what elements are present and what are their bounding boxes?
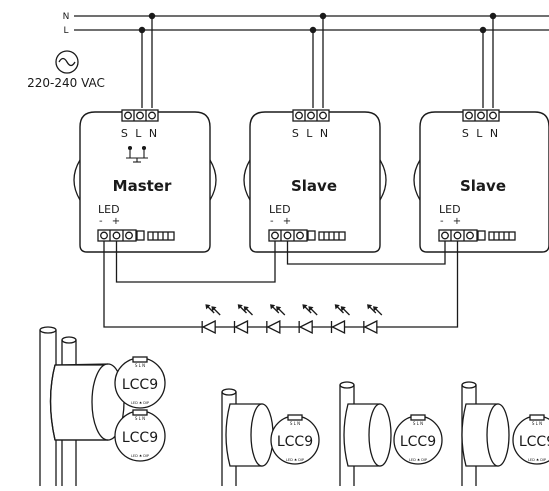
installation-small-pipe-2: LCC9 S L N LED ♠ DIP	[339, 381, 443, 486]
lcc9-label: LCC9	[277, 434, 313, 450]
polarity-label: - +	[270, 216, 294, 227]
ac-source-icon	[55, 50, 79, 74]
module-title: Slave	[291, 177, 337, 195]
terminal-labels: S L N	[121, 127, 159, 140]
installation-small-pipe-1: LCC9 S L N LED ♠ DIP	[221, 388, 320, 486]
svg-text:LED ♠ DIP: LED ♠ DIP	[131, 401, 149, 405]
led-diode-icon	[363, 304, 383, 335]
led-label: LED	[269, 203, 291, 216]
lcc9-label: LCC9	[122, 430, 158, 446]
supply-voltage-label: 220-240 VAC	[27, 76, 105, 90]
installation-illustrations: LCC9 S L N LED ♠ DIP LCC9 S L N LED ♠ DI…	[39, 326, 549, 486]
svg-text:S L N: S L N	[413, 421, 423, 426]
polarity-label: - +	[99, 216, 123, 227]
led-diode-icon	[330, 304, 350, 335]
svg-text:LED ♠ DIP: LED ♠ DIP	[286, 458, 304, 462]
slave-module-1: S L N Slave LED - +	[243, 109, 387, 253]
lcc9-label: LCC9	[400, 434, 436, 450]
led-label: LED	[98, 203, 120, 216]
svg-text:S L N: S L N	[135, 416, 145, 421]
led-label: LED	[439, 203, 461, 216]
svg-text:S L N: S L N	[532, 421, 542, 426]
led-diode-icon	[298, 304, 318, 335]
neutral-label: N	[63, 12, 70, 22]
module-title: Slave	[460, 177, 506, 195]
led-diode-icon	[201, 304, 221, 335]
lcc9-label: LCC9	[519, 434, 549, 450]
terminal-labels: S L N	[292, 127, 330, 140]
mains-bus: N L	[63, 12, 549, 108]
installation-small-pipe-3: LCC9 S L N LED ♠ DIP	[461, 381, 549, 486]
installation-double-pipe: LCC9 S L N LED ♠ DIP LCC9 S L N LED ♠ DI…	[39, 326, 166, 486]
lcc9-label: LCC9	[122, 377, 158, 393]
led-diode-icon	[266, 304, 286, 335]
slave-module-2: S L N Slave LED - +	[413, 109, 549, 253]
polarity-label: - +	[440, 216, 464, 227]
svg-text:S L N: S L N	[135, 363, 145, 368]
svg-text:LED ♠ DIP: LED ♠ DIP	[528, 458, 546, 462]
live-label: L	[63, 26, 68, 36]
svg-text:S L N: S L N	[290, 421, 300, 426]
led-wiring	[103, 241, 459, 328]
terminal-labels: S L N	[462, 127, 500, 140]
pushbutton-icon	[126, 145, 148, 163]
master-module: S L N Master LED - +	[73, 109, 217, 253]
module-title: Master	[113, 177, 172, 195]
led-diode-icon	[233, 304, 253, 335]
svg-text:LED ♠ DIP: LED ♠ DIP	[131, 454, 149, 458]
svg-text:LED ♠ DIP: LED ♠ DIP	[409, 458, 427, 462]
led-string	[192, 304, 386, 335]
